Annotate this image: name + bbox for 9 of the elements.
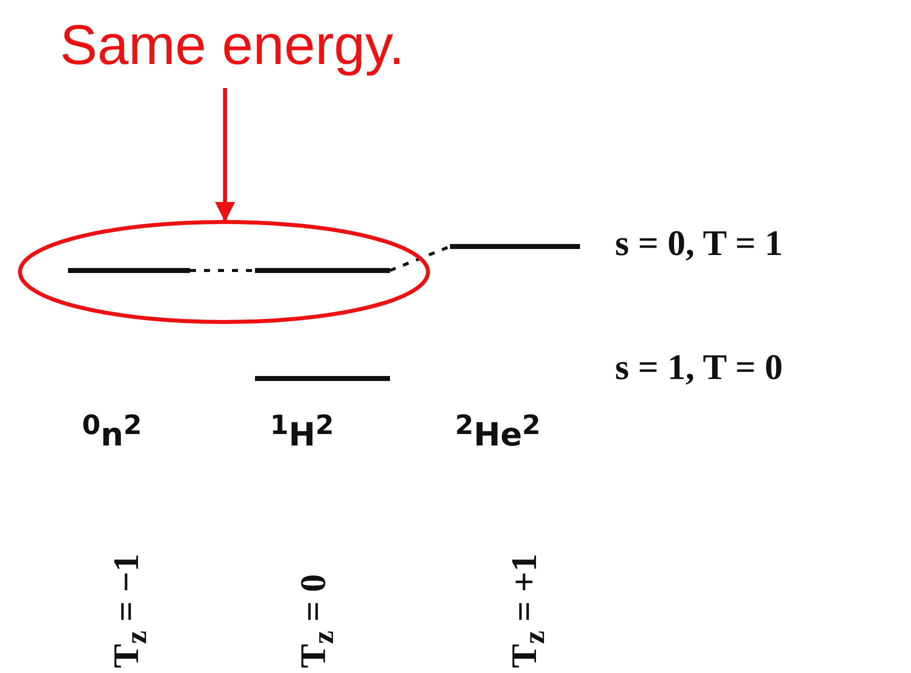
- nuclide-label: $^{2}$He$^{2}$: [455, 410, 541, 454]
- callout-text: Same energy.: [60, 12, 406, 78]
- state-label: s = 1, T = 0: [615, 346, 783, 388]
- nuclide-label: $^{0}$n$^{2}$: [82, 410, 142, 454]
- connector-line: [389, 245, 451, 272]
- state-label: s = 0, T = 1: [615, 222, 783, 264]
- nuclide-label: $^{1}$H$^{2}$: [270, 410, 334, 454]
- arrow: [215, 88, 236, 222]
- connector-line: [190, 269, 255, 272]
